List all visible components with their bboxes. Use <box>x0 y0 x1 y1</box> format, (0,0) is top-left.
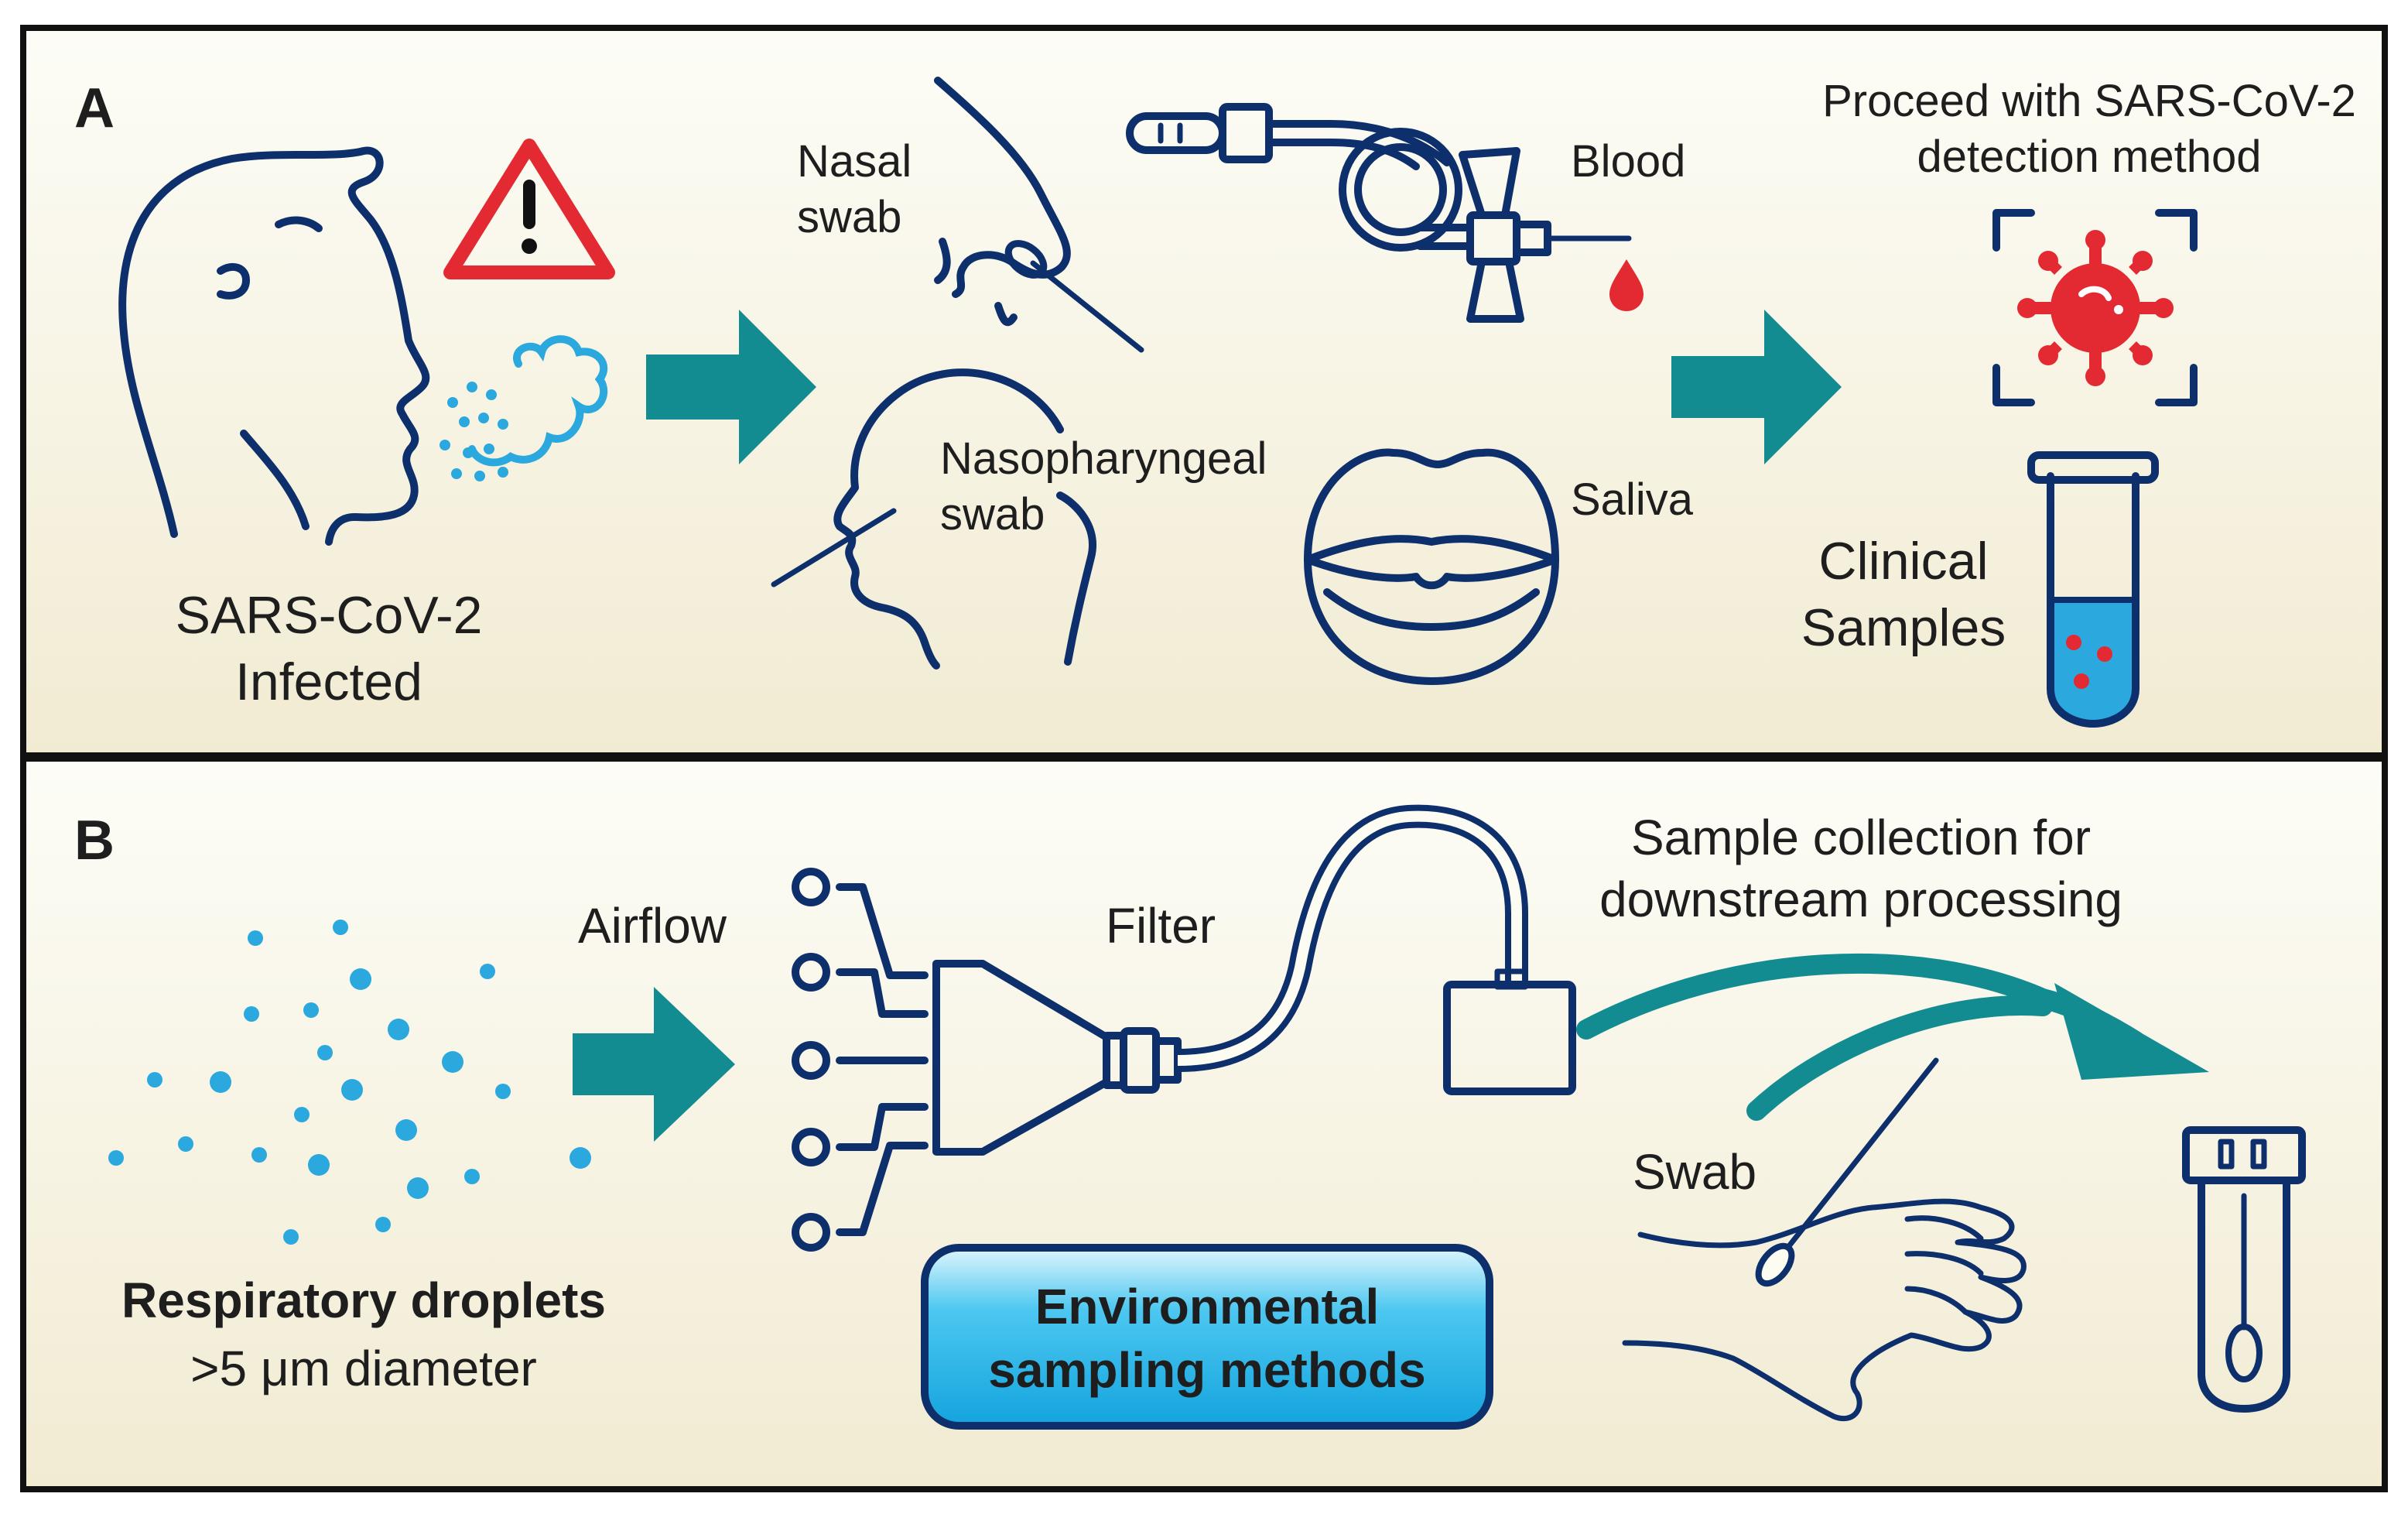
filter-housing-icon <box>932 960 1182 1156</box>
clinical-samples-label-line2: Samples <box>1801 598 2006 657</box>
panel-a-letter: A <box>74 77 115 139</box>
droplets-label-line2: >5 μm diameter <box>190 1341 537 1396</box>
collection-box-icon <box>1443 968 1576 1095</box>
infected-label-line2: Infected <box>235 653 422 711</box>
proceed-label-line2: detection method <box>1917 132 2262 182</box>
env-label-line1: Environmental <box>1035 1279 1380 1334</box>
virus-detection-icon <box>1992 209 2198 406</box>
airflow-arrow <box>573 987 735 1142</box>
arrow-to-samples <box>646 310 816 464</box>
blood-drop-icon <box>1609 259 1644 311</box>
blood-label: Blood <box>1571 136 1685 187</box>
panel-a: A SARS- <box>20 25 2388 759</box>
sampler-tubing-icon <box>1177 804 1528 1072</box>
cough-droplets-icon <box>440 335 608 481</box>
nasopharyngeal-label-line2: swab <box>940 489 1045 539</box>
blood-collection-icon <box>1126 103 1632 323</box>
nasal-swab-icon <box>934 77 1144 353</box>
nasal-swab-label-line2: swab <box>797 192 901 242</box>
airflow-label: Airflow <box>578 898 727 954</box>
panel-b: B Respirato <box>20 755 2388 1492</box>
swab-tube-icon <box>2182 1126 2306 1413</box>
respiratory-droplets-icon <box>108 920 591 1245</box>
air-sampler-inlets-icon <box>792 868 929 1252</box>
saliva-label: Saliva <box>1571 474 1694 525</box>
warning-icon <box>443 139 615 279</box>
filter-label: Filter <box>1106 898 1216 954</box>
nasopharyngeal-swab-icon <box>771 368 1096 670</box>
sample-tube-icon <box>2027 451 2159 728</box>
panel-b-letter: B <box>74 810 115 872</box>
proceed-label-line1: Proceed with SARS-CoV-2 <box>1822 76 2356 126</box>
arrow-to-detection <box>1671 310 1842 464</box>
swab-label: Swab <box>1633 1144 1756 1200</box>
nasal-swab-label-line1: Nasal <box>797 136 912 187</box>
collection-curved-arrow <box>1576 953 2209 1121</box>
environmental-sampling-badge: Environmental sampling methods <box>921 1244 1493 1430</box>
droplets-label-line1: Respiratory droplets <box>121 1273 606 1328</box>
infected-person-icon <box>118 146 430 546</box>
mouth-saliva-icon <box>1304 448 1559 685</box>
nasopharyngeal-label-line1: Nasopharyngeal <box>940 433 1267 484</box>
env-label-line2: sampling methods <box>988 1342 1425 1398</box>
collection-label-line2: downstream processing <box>1599 872 2122 927</box>
infected-label-line1: SARS-CoV-2 <box>176 586 483 645</box>
hand-swab-icon <box>1622 1057 2027 1422</box>
collection-label-line1: Sample collection for <box>1631 810 2091 865</box>
clinical-samples-label-line1: Clinical <box>1818 532 1988 591</box>
